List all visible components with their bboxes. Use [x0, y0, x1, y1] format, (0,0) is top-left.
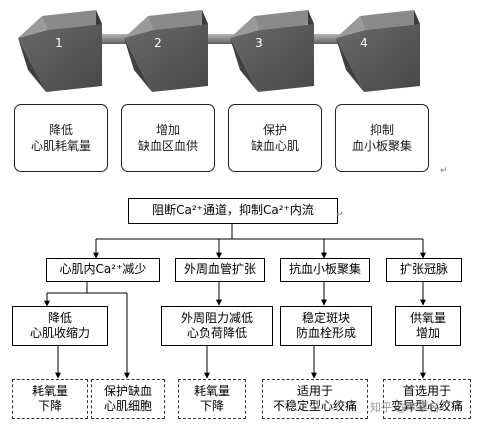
benefit-box-3: 保护 缺血心肌 [228, 104, 322, 172]
outcome-box-4: 适用于 不稳定型心绞痛 [262, 379, 368, 419]
outcome-box-1: 耗氧量 下降 [12, 379, 88, 419]
outcome-4-line2: 不稳定型心绞痛 [272, 399, 357, 413]
outcome-2-line1: 保护缺血 [103, 384, 152, 398]
cube-number-1: 1 [55, 36, 63, 50]
cube-strip [18, 10, 420, 92]
benefit-box-2: 增加 缺血区血供 [121, 104, 215, 172]
outcome-box-5: 首选用于 变异型心绞痛 [383, 379, 471, 419]
mechanism-box-1: 降低 心肌收缩力 [12, 306, 108, 346]
mechanism-4-line1: 供氧量 [409, 311, 446, 325]
benefit-box-4: 抑制 血小板聚集 [335, 104, 429, 172]
mechanism-box-3: 稳定斑块 防血栓形成 [280, 306, 372, 346]
benefit-box-1: 降低 心肌耗氧量 [14, 104, 108, 172]
mechanism-2-line1: 外周阻力减低 [180, 311, 253, 325]
outcome-1-line1: 耗氧量 [31, 384, 68, 398]
cube-number-3: 3 [255, 36, 263, 50]
root-box: 阻断Ca²⁺通道，抑制Ca²⁺内流 [128, 198, 338, 224]
outcome-1-line2: 下降 [37, 399, 62, 413]
benefit-2-line2: 缺血区血供 [137, 139, 198, 153]
paragraph-mark: ↵ [336, 210, 344, 220]
cube-4 [336, 10, 420, 92]
outcome-3-line2: 下降 [199, 399, 224, 413]
mechanism-box-4: 供氧量 增加 [395, 306, 461, 346]
effect-box-3: 抗血小板聚集 [280, 258, 370, 282]
outcome-2-line2: 心肌细胞 [103, 399, 152, 413]
effect-3-label: 抗血小板聚集 [288, 262, 361, 276]
mechanism-4-line2: 增加 [415, 326, 440, 340]
outcome-box-2: 保护缺血 心肌细胞 [91, 379, 165, 419]
benefit-4-line2: 血小板聚集 [351, 139, 412, 153]
cube-2 [124, 10, 208, 92]
benefit-1-line2: 心肌耗氧量 [30, 139, 91, 153]
outcome-5-line2: 变异型心绞痛 [390, 399, 463, 413]
benefit-3-line1: 保护 [262, 123, 287, 137]
effect-2-label: 外周血管扩张 [183, 262, 256, 276]
cube-number-4: 4 [360, 36, 368, 50]
mechanism-3-line1: 稳定斑块 [301, 311, 350, 325]
watermark: 知乎 @李慕名 [370, 401, 440, 414]
benefit-2-line1: 增加 [155, 123, 180, 137]
mechanism-1-line1: 降低 [47, 311, 72, 325]
paragraph-mark: ↵ [440, 166, 448, 176]
outcome-4-line1: 适用于 [296, 384, 333, 398]
mechanism-3-line2: 防血栓形成 [295, 326, 356, 340]
outcome-box-3: 耗氧量 下降 [178, 379, 246, 419]
mechanism-1-line2: 心肌收缩力 [29, 326, 90, 340]
effect-box-2: 外周血管扩张 [175, 258, 265, 282]
benefit-1-line1: 降低 [48, 123, 73, 137]
outcome-5-line1: 首选用于 [402, 384, 451, 398]
cube-3 [230, 10, 314, 92]
outcome-3-line1: 耗氧量 [193, 384, 230, 398]
mechanism-box-2: 外周阻力减低 心负荷降低 [161, 306, 273, 346]
root-label: 阻断Ca²⁺通道，抑制Ca²⁺内流 [152, 203, 314, 217]
cube-number-2: 2 [154, 36, 162, 50]
effect-box-4: 扩张冠脉 [386, 258, 462, 282]
mechanism-2-line2: 心负荷降低 [186, 326, 247, 340]
benefit-4-line1: 抑制 [369, 123, 394, 137]
cube-1 [18, 10, 102, 92]
effect-box-1: 心肌内Ca²⁺减少 [46, 258, 160, 282]
effect-1-label: 心肌内Ca²⁺减少 [59, 262, 147, 276]
effect-4-label: 扩张冠脉 [399, 262, 448, 276]
benefit-3-line2: 缺血心肌 [250, 139, 299, 153]
